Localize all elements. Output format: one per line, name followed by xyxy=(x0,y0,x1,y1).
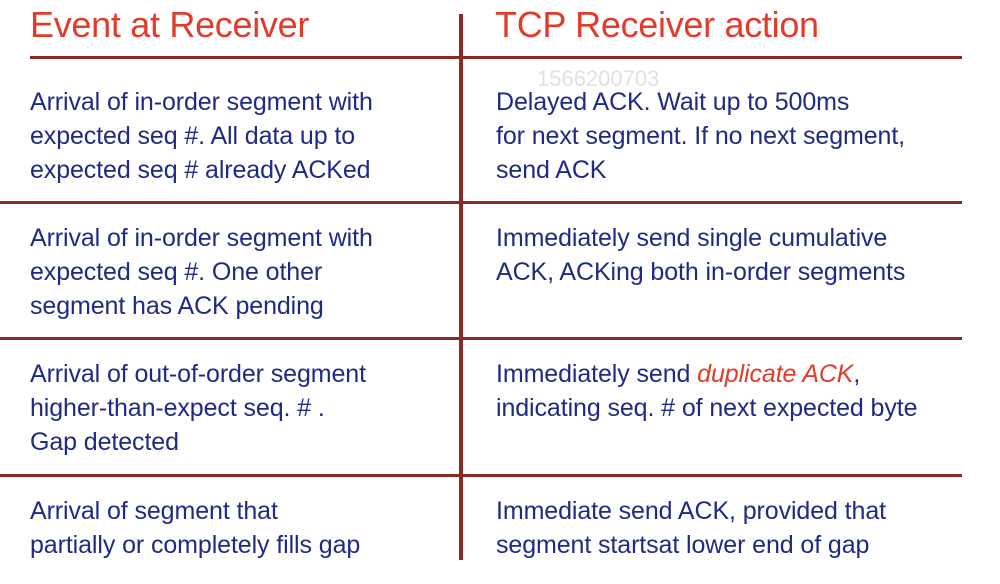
row-3-action-after: , indicating seq. # of next expected byt… xyxy=(496,360,918,422)
row-3-action-before: Immediately send xyxy=(496,360,698,388)
row-4-event: Arrival of segment that partially or com… xyxy=(30,497,361,559)
duplicate-ack-highlight: duplicate ACK xyxy=(697,360,854,388)
row-divider-1 xyxy=(0,201,962,204)
header-tcp-receiver-action: TCP Receiver action xyxy=(495,4,819,45)
row-1-event: Arrival of in-order segment with expecte… xyxy=(30,88,373,184)
row-divider-3 xyxy=(0,474,962,477)
row-3-event: Arrival of out-of-order segment higher-t… xyxy=(30,360,366,456)
row-divider-2 xyxy=(0,337,962,340)
header-rule xyxy=(30,56,962,59)
row-3-action: Immediately send duplicate ACK, indicati… xyxy=(496,357,996,425)
row-4-action: Immediate send ACK, provided that segmen… xyxy=(496,497,886,559)
row-2-event: Arrival of in-order segment with expecte… xyxy=(30,224,373,320)
row-1-action: Delayed ACK. Wait up to 500ms for next s… xyxy=(496,88,906,184)
row-2-action: Immediately send single cumulative ACK, … xyxy=(496,224,906,286)
vertical-divider xyxy=(459,14,463,560)
header-event-at-receiver: Event at Receiver xyxy=(30,4,310,45)
watermark-text: 1566200703 xyxy=(537,66,660,91)
